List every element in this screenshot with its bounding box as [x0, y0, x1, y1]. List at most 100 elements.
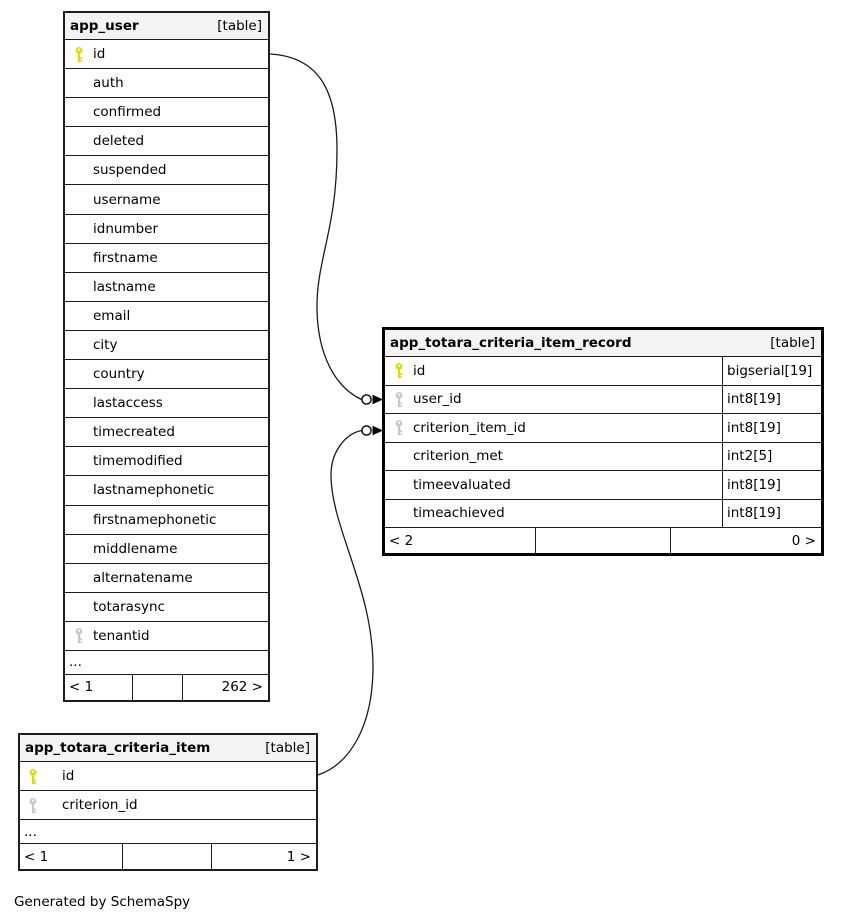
column-name: auth: [93, 75, 124, 92]
table-footer: < 1 1 >: [20, 844, 316, 870]
table-type-badge: [table]: [217, 18, 262, 34]
table-type-badge: [table]: [770, 335, 815, 351]
column-row-suspended: suspended: [65, 156, 268, 186]
column-row-email: email: [65, 301, 268, 331]
foreign-key-icon: [65, 627, 93, 644]
foreign-key-icon: [385, 391, 413, 408]
table-type-badge: [table]: [265, 740, 310, 756]
primary-key-icon: [385, 362, 413, 379]
column-type: int2[5]: [722, 442, 821, 470]
column-row-criterion_id: criterion_id: [20, 791, 316, 821]
column-name: middlename: [93, 540, 178, 557]
table-header: app_totara_criteria_item_record [table]: [385, 330, 821, 357]
column-row-timemodified: timemodified: [65, 447, 268, 477]
table-app_totara_criteria_item_record[interactable]: app_totara_criteria_item_record [table] …: [382, 327, 824, 556]
column-name: firstnamephonetic: [93, 511, 217, 528]
column-row-username: username: [65, 185, 268, 215]
column-name: id: [62, 768, 75, 785]
footer-middle-cell: [133, 674, 183, 700]
column-name: timeachieved: [413, 505, 505, 522]
column-row-confirmed: confirmed: [65, 98, 268, 128]
table-footer: < 2 0 >: [385, 528, 821, 553]
column-row-lastname: lastname: [65, 272, 268, 302]
footer-incoming-count: < 2: [385, 528, 536, 553]
column-name: criterion_item_id: [413, 419, 526, 436]
column-name: lastname: [93, 278, 156, 295]
column-name: totarasync: [93, 598, 165, 615]
footer-outgoing-count: 1 >: [286, 848, 311, 865]
column-name: alternatename: [93, 569, 193, 586]
foreign-key-icon: [20, 797, 62, 814]
relationship-line-criteria-item: [317, 429, 374, 776]
column-row-firstnamephonetic: firstnamephonetic: [65, 505, 268, 535]
column-name: id: [93, 46, 106, 63]
column-type: int8[19]: [722, 385, 821, 413]
column-name: username: [93, 191, 161, 208]
column-row-id: id: [65, 40, 268, 70]
footer-outgoing-count: 0 >: [791, 532, 816, 549]
footer-incoming-count: < 1: [65, 674, 133, 700]
footer-middle-cell: [123, 844, 212, 870]
relationship-circle-criteria-item: [361, 425, 372, 436]
column-row-timecreated: timecreated: [65, 418, 268, 448]
column-name: country: [93, 366, 145, 383]
column-row-timeevaluated: timeevaluated int8[19]: [385, 471, 821, 500]
table-footer: < 1 262 >: [65, 674, 268, 700]
column-name: criterion_met: [413, 448, 503, 465]
footer-outgoing-count: 262 >: [221, 679, 263, 696]
column-row-firstname: firstname: [65, 243, 268, 273]
footer-incoming-count: < 1: [20, 844, 123, 870]
footer-middle-cell: [536, 528, 671, 553]
table-columns: id criterion_id: [20, 762, 316, 821]
table-app_totara_criteria_item[interactable]: app_totara_criteria_item [table] id crite…: [18, 733, 318, 872]
table-columns: id auth confirmed deleted suspended username i…: [65, 40, 268, 651]
column-name: criterion_id: [62, 797, 138, 814]
generated-by-note: Generated by SchemaSpy: [14, 894, 191, 910]
column-name: timeevaluated: [413, 476, 511, 493]
column-row-id: id: [20, 762, 316, 792]
ellipsis-row: ...: [65, 651, 268, 675]
ellipsis-label: ...: [24, 823, 37, 840]
column-name: id: [413, 362, 426, 379]
column-name: lastnamephonetic: [93, 482, 215, 499]
foreign-key-icon: [385, 419, 413, 436]
column-row-tenantid: tenantid: [65, 621, 268, 651]
column-row-auth: auth: [65, 69, 268, 99]
column-row-deleted: deleted: [65, 127, 268, 157]
relationship-line-user: [269, 53, 362, 401]
column-name: timemodified: [93, 453, 183, 470]
column-name: user_id: [413, 391, 462, 408]
column-name: firstname: [93, 249, 158, 266]
column-row-user_id: user_id int8[19]: [385, 385, 821, 414]
column-row-lastnamephonetic: lastnamephonetic: [65, 476, 268, 506]
column-name: lastaccess: [93, 395, 163, 412]
table-title: app_totara_criteria_item: [25, 740, 211, 756]
table-header: app_totara_criteria_item [table]: [20, 735, 316, 762]
relationship-circle-user: [361, 394, 372, 405]
column-name: idnumber: [93, 220, 159, 237]
column-row-lastaccess: lastaccess: [65, 389, 268, 419]
column-type: int8[19]: [722, 471, 821, 499]
column-row-criterion_met: criterion_met int2[5]: [385, 442, 821, 471]
column-type: bigserial[19]: [722, 357, 821, 385]
column-name: tenantid: [93, 627, 150, 644]
column-name: suspended: [93, 162, 167, 179]
column-name: timecreated: [93, 424, 175, 441]
column-name: city: [93, 336, 118, 353]
primary-key-icon: [20, 768, 62, 785]
table-title: app_user: [70, 18, 139, 34]
column-name: email: [93, 307, 131, 324]
column-row-alternatename: alternatename: [65, 563, 268, 593]
ellipsis-row: ...: [20, 820, 316, 845]
column-row-middlename: middlename: [65, 534, 268, 564]
table-app_user[interactable]: app_user [table] id auth confirmed deleted s…: [63, 11, 270, 702]
ellipsis-label: ...: [69, 654, 82, 671]
column-name: deleted: [93, 133, 145, 150]
table-title: app_totara_criteria_item_record: [390, 335, 632, 351]
column-row-country: country: [65, 360, 268, 390]
column-row-id: id bigserial[19]: [385, 357, 821, 386]
column-name: confirmed: [93, 104, 162, 121]
